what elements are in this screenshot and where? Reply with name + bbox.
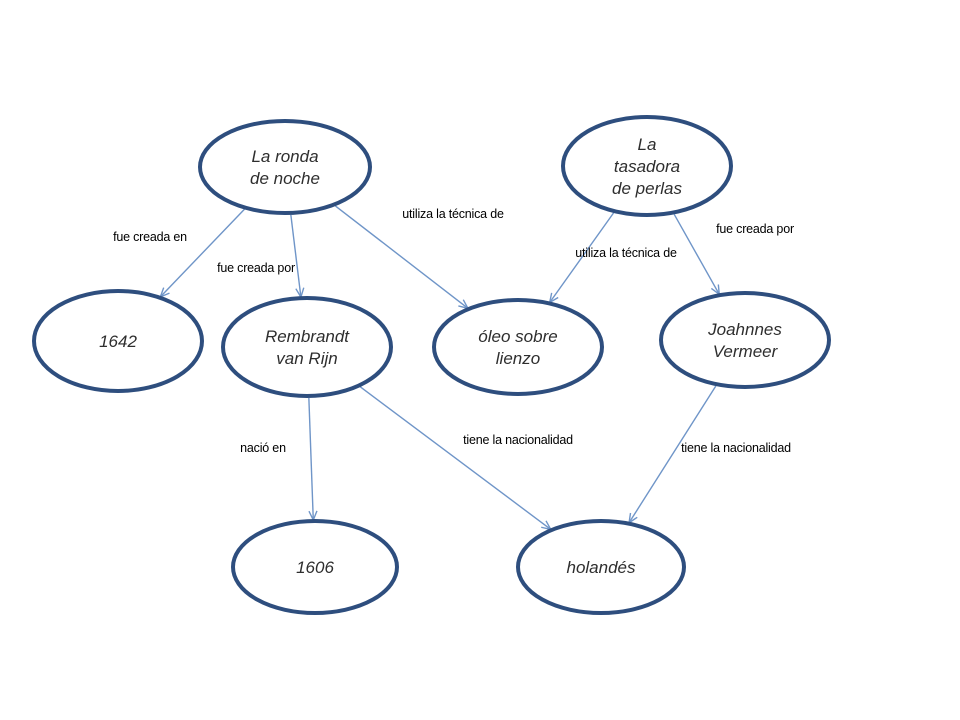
edge-label-la-ronda-de-noche-rembrandt-van-rijn: fue creada por	[217, 261, 295, 275]
node-label-holandes: holandés	[566, 558, 636, 577]
edge-la-tasadora-de-perlas-oleo-sobre-lienzo: utiliza la técnica de	[550, 212, 677, 303]
node-ellipse-la-ronda-de-noche	[198, 119, 372, 215]
edge-line-la-ronda-de-noche-oleo-sobre-lienzo	[334, 205, 468, 308]
edge-layer: fue creada en fue creada por utiliza la té…	[113, 205, 794, 530]
edge-la-tasadora-de-perlas-joahnnes-vermeer: fue creada por	[673, 213, 794, 294]
node-ellipse-la-tasadora-de-perlas	[561, 115, 733, 217]
edge-line-la-tasadora-de-perlas-joahnnes-vermeer	[673, 213, 719, 294]
edge-label-la-tasadora-de-perlas-joahnnes-vermeer: fue creada por	[716, 222, 794, 236]
edge-la-ronda-de-noche-rembrandt-van-rijn: fue creada por	[217, 214, 301, 297]
node-holandes: holandés	[516, 519, 686, 615]
node-ellipse-1606	[231, 519, 399, 615]
node-ellipse-holandes	[516, 519, 686, 615]
node-label-1642: 1642	[99, 332, 137, 351]
edge-joahnnes-vermeer-holandes: tiene la nacionalidad	[629, 385, 791, 523]
node-label-1606: 1606	[296, 558, 334, 577]
edge-line-rembrandt-van-rijn-1606	[308, 397, 313, 520]
edge-line-la-tasadora-de-perlas-oleo-sobre-lienzo	[550, 212, 615, 303]
edge-label-la-ronda-de-noche-oleo-sobre-lienzo: utiliza la técnica de	[402, 207, 504, 221]
node-ellipse-joahnnes-vermeer	[659, 291, 831, 389]
edge-rembrandt-van-rijn-1606: nació en	[240, 397, 313, 520]
edge-la-ronda-de-noche-1642: fue creada en	[113, 208, 245, 297]
edge-line-rembrandt-van-rijn-holandes	[359, 386, 551, 530]
node-1642: 1642	[32, 289, 204, 393]
node-ellipse-rembrandt-van-rijn	[221, 296, 393, 398]
node-ellipse-1642	[32, 289, 204, 393]
edge-label-rembrandt-van-rijn-holandes: tiene la nacionalidad	[463, 433, 573, 447]
edge-label-rembrandt-van-rijn-1606: nació en	[240, 441, 286, 455]
node-1606: 1606	[231, 519, 399, 615]
edge-label-la-tasadora-de-perlas-oleo-sobre-lienzo: utiliza la técnica de	[575, 246, 677, 260]
node-ellipse-oleo-sobre-lienzo	[432, 298, 604, 396]
edge-line-joahnnes-vermeer-holandes	[629, 385, 717, 523]
edge-line-la-ronda-de-noche-rembrandt-van-rijn	[290, 214, 301, 297]
edge-label-joahnnes-vermeer-holandes: tiene la nacionalidad	[681, 441, 791, 455]
edge-la-ronda-de-noche-oleo-sobre-lienzo: utiliza la técnica de	[334, 205, 504, 308]
edge-line-la-ronda-de-noche-1642	[160, 208, 245, 297]
edge-label-la-ronda-de-noche-1642: fue creada en	[113, 230, 187, 244]
edge-rembrandt-van-rijn-holandes: tiene la nacionalidad	[359, 386, 573, 530]
